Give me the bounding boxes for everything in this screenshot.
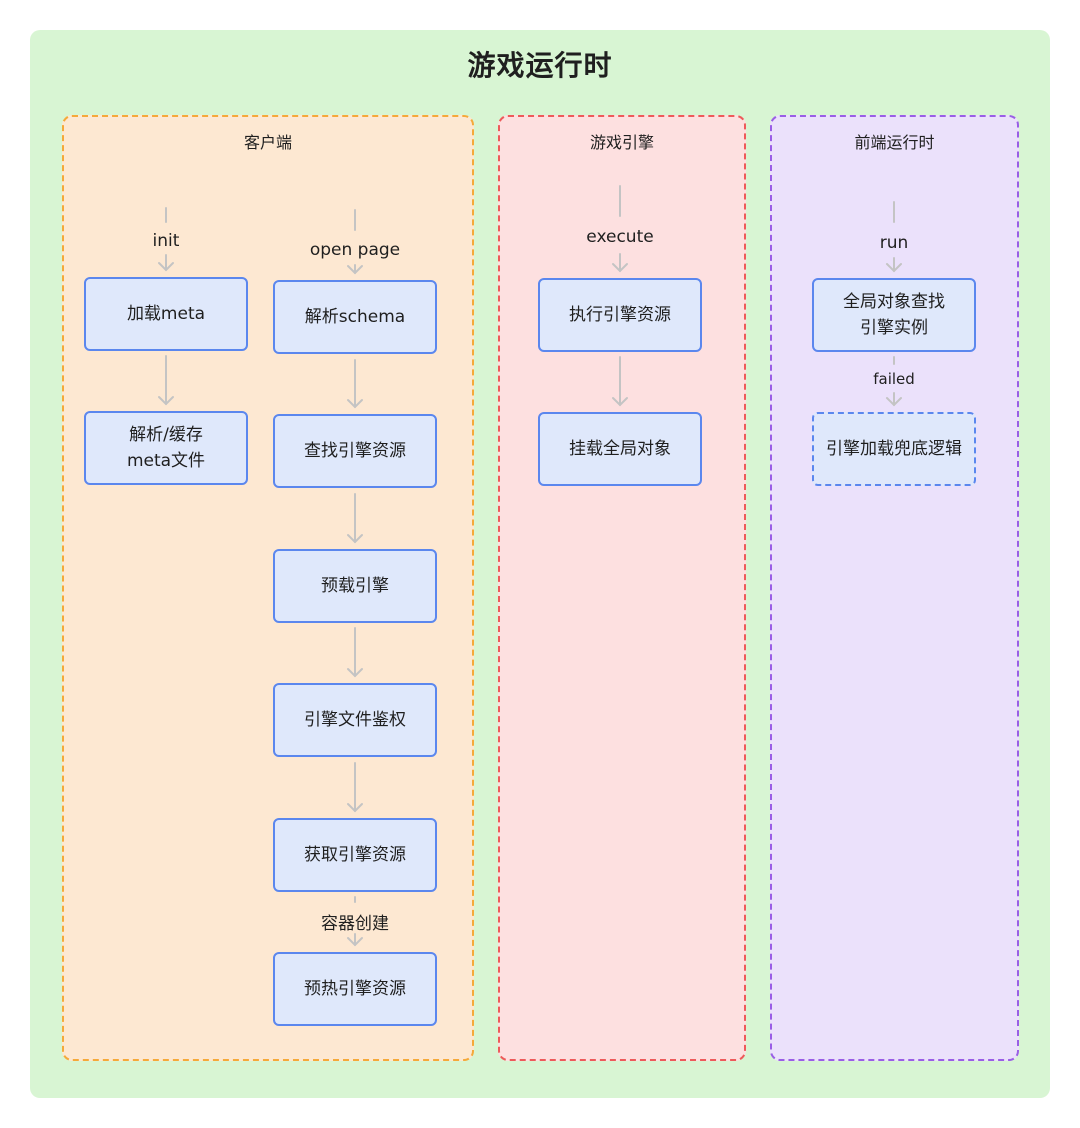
node-fallback-logic: 引擎加载兜底逻辑 (812, 412, 976, 486)
edge-label-open-page: open page (309, 240, 401, 260)
node-fetch-engine-resource: 获取引擎资源 (273, 818, 437, 892)
edge-find-to-preload-head (347, 534, 363, 544)
edge-open-page-head (347, 265, 363, 275)
node-preload-engine: 预载引擎 (273, 549, 437, 623)
node-parse-schema: 解析schema (273, 280, 437, 354)
lane-title-client: 客户端 (243, 133, 292, 152)
diagram-title: 游戏运行时 (467, 49, 613, 82)
edge-label-failed: failed (873, 370, 915, 388)
lane-game-engine: 游戏引擎 (498, 115, 746, 1061)
edge-load-to-parse-cache-head (158, 396, 174, 406)
edge-preload-to-auth-head (347, 668, 363, 678)
edge-execute-head (612, 263, 628, 273)
node-find-engine-instance: 全局对象查找 引擎实例 (812, 278, 976, 352)
lane-frontend-runtime: 前端运行时 (770, 115, 1019, 1061)
lane-title-frontend-runtime: 前端运行时 (854, 133, 935, 152)
node-parse-cache-meta: 解析/缓存 meta文件 (84, 411, 248, 485)
edge-failed-head (886, 397, 902, 407)
edge-init-head (158, 262, 174, 272)
node-engine-file-auth: 引擎文件鉴权 (273, 683, 437, 757)
edge-schema-to-find-head (347, 399, 363, 409)
edge-label-execute: execute (586, 227, 654, 247)
edge-run-head (886, 263, 902, 273)
edge-exec-to-mount-head (612, 397, 628, 407)
edge-label-init: init (152, 231, 180, 251)
edge-container-create-head (347, 937, 363, 947)
edge-label-container-create: 容器创建 (321, 914, 389, 934)
node-mount-global-object: 挂载全局对象 (538, 412, 702, 486)
lane-title-game-engine: 游戏引擎 (589, 133, 654, 152)
edge-auth-to-fetch-head (347, 803, 363, 813)
node-load-meta: 加载meta (84, 277, 248, 351)
node-exec-engine-resource: 执行引擎资源 (538, 278, 702, 352)
edge-label-run: run (879, 233, 909, 253)
node-prewarm-engine-resource: 预热引擎资源 (273, 952, 437, 1026)
node-find-engine-resource: 查找引擎资源 (273, 414, 437, 488)
